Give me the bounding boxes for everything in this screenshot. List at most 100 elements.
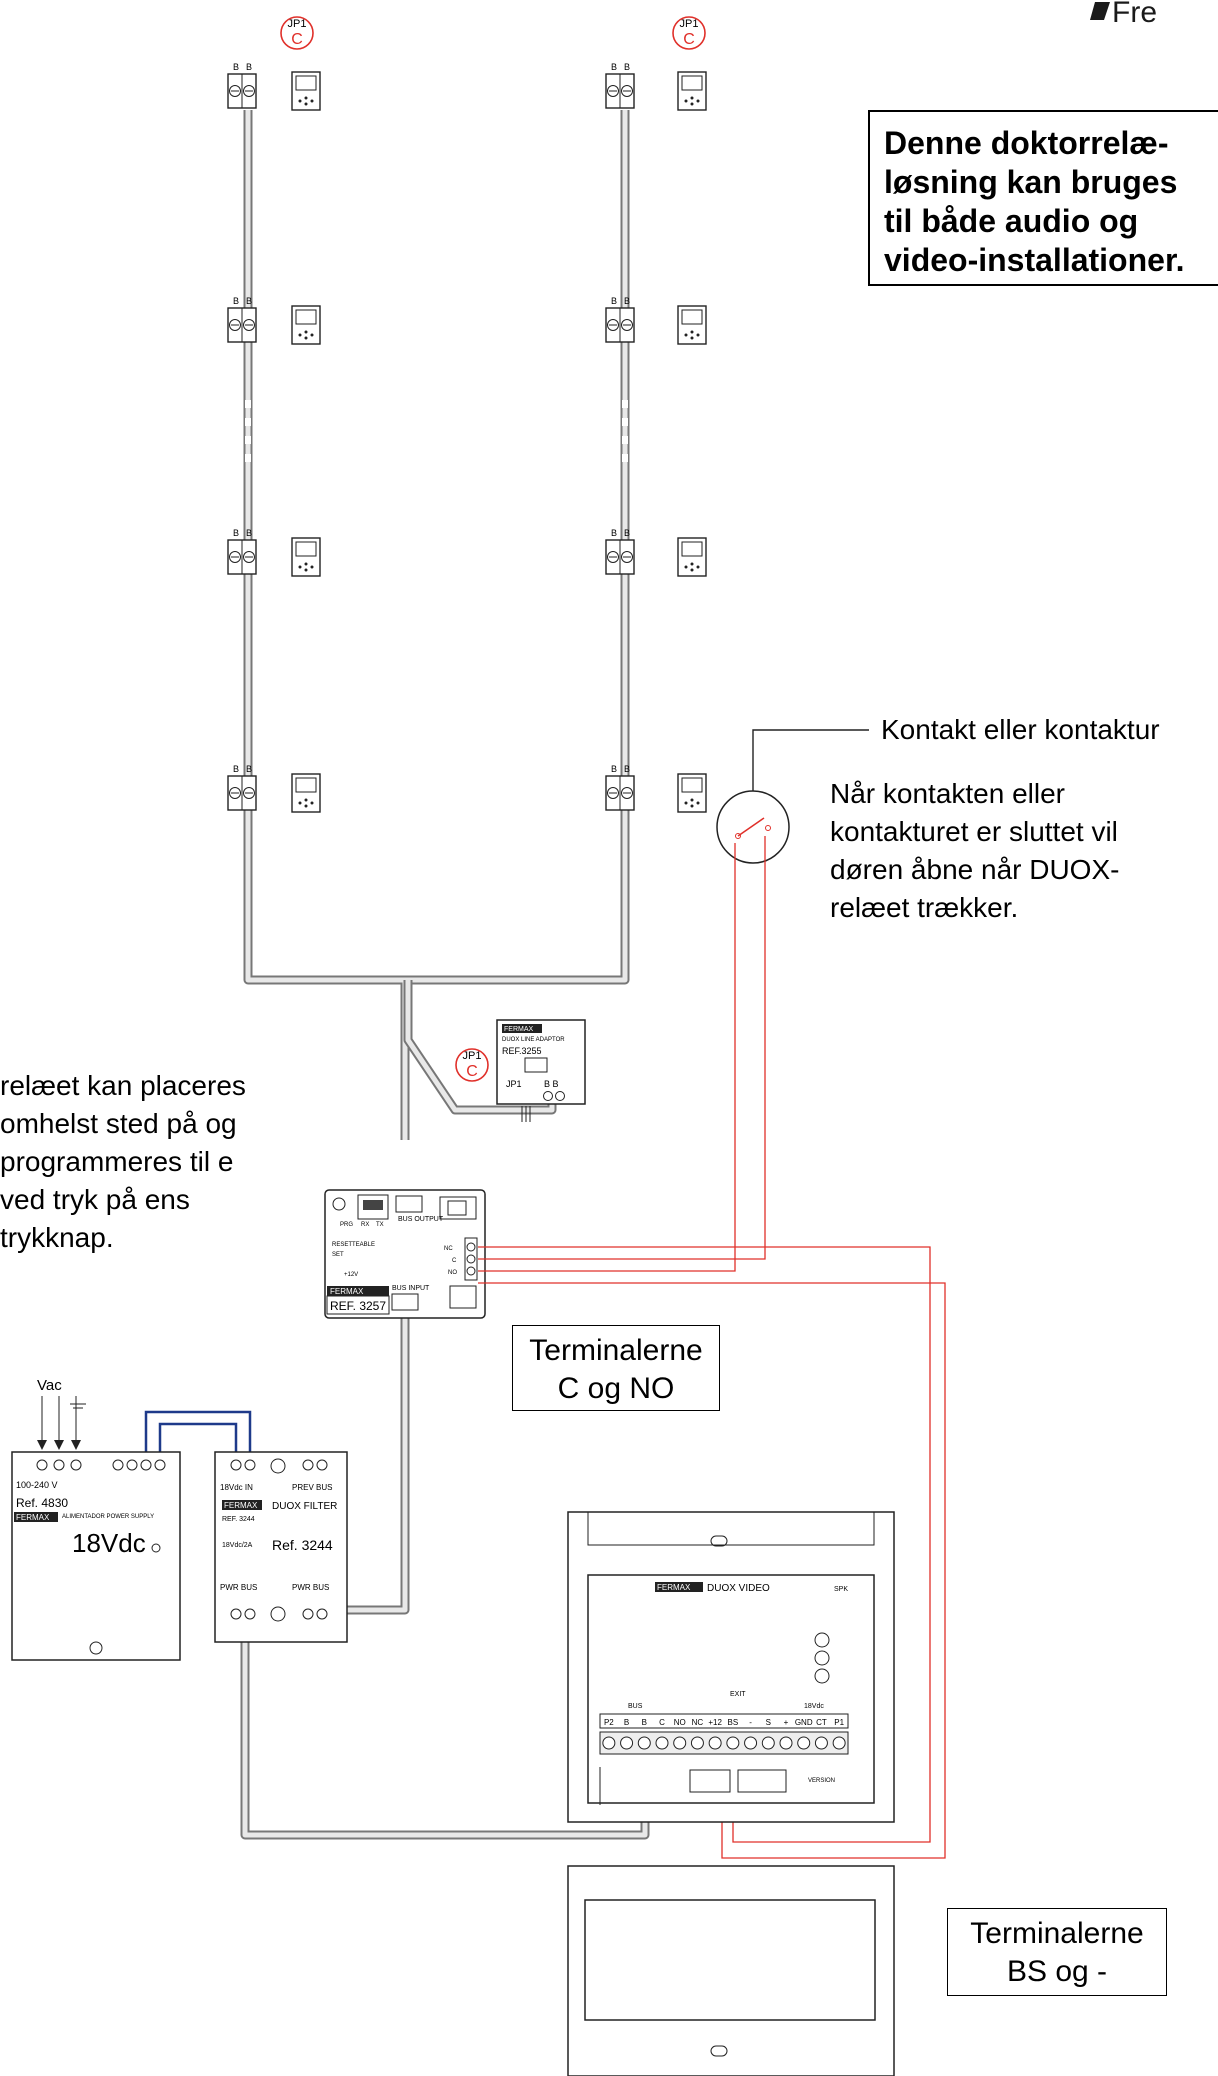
- svg-text:B: B: [624, 764, 630, 774]
- monitor-icon: [291, 71, 321, 111]
- svg-text:JP1: JP1: [506, 1079, 522, 1089]
- svg-text:JP1: JP1: [463, 1050, 482, 1062]
- terminals-bs-line1: Terminalerne: [970, 1917, 1144, 1950]
- panel-terminal-screw: [602, 1736, 616, 1750]
- svg-text:B: B: [246, 62, 252, 72]
- svg-text:C: C: [291, 31, 303, 48]
- svg-text:VERSION: VERSION: [808, 1778, 835, 1784]
- svg-text:FERMAX: FERMAX: [16, 1513, 50, 1522]
- svg-text:B: B: [246, 528, 252, 538]
- svg-text:REF. 3257: REF. 3257: [330, 1299, 386, 1313]
- panel-terminal-label: B: [624, 1718, 629, 1727]
- svg-text:BUS INPUT: BUS INPUT: [392, 1285, 430, 1292]
- jp1-jumper-right: JP1 C: [672, 16, 706, 50]
- duox-relay: PRG RX TX BUS OUTPUT RESETTEABLE SET +12…: [324, 1189, 486, 1319]
- svg-text:B: B: [624, 296, 630, 306]
- panel-terminal-screw: [779, 1736, 793, 1750]
- svg-text:REF. 3244: REF. 3244: [222, 1516, 255, 1523]
- svg-text:JP1: JP1: [288, 18, 307, 30]
- panel-terminal-label: +: [784, 1718, 789, 1727]
- svg-text:BUS: BUS: [628, 1703, 643, 1710]
- panel-terminal-screw: [797, 1736, 811, 1750]
- panel-terminal-label: NO: [674, 1718, 686, 1727]
- svg-text:Vac: Vac: [37, 1377, 62, 1394]
- svg-text:B: B: [624, 62, 630, 72]
- svg-text:B: B: [611, 296, 617, 306]
- monitor-icon: [677, 537, 707, 577]
- svg-text:Fre: Fre: [1112, 0, 1157, 29]
- svg-text:TX: TX: [376, 1222, 384, 1228]
- terminals-c-no-box: Terminalerne C og NO: [512, 1325, 720, 1411]
- relay-placement-note: relæet kan placeres omhelst sted på og p…: [0, 1070, 246, 1253]
- panel-terminal-screw: [761, 1736, 775, 1750]
- line-adaptor: FERMAX DUOX LINE ADAPTOR REF.3255 JP1 B …: [496, 1019, 586, 1122]
- svg-text:B: B: [611, 764, 617, 774]
- door-panel: FERMAX DUOX VIDEO SPK BUS EXIT 18Vdc VER…: [567, 1511, 895, 2076]
- jp1-jumper-left: JP1 C: [280, 16, 314, 50]
- svg-text:FERMAX: FERMAX: [330, 1287, 364, 1296]
- panel-terminal-label: C: [659, 1718, 665, 1727]
- svg-text:18Vdc IN: 18Vdc IN: [220, 1483, 253, 1492]
- panel-terminal-label: GND: [795, 1718, 813, 1727]
- monitor-icon: [291, 305, 321, 345]
- svg-text:PWR BUS: PWR BUS: [292, 1583, 329, 1592]
- brand-logo: Fre: [1090, 0, 1157, 29]
- svg-text:B: B: [233, 62, 239, 72]
- svg-text:RX: RX: [361, 1222, 369, 1228]
- panel-terminal-screw: [673, 1736, 687, 1750]
- panel-terminal-screw: [832, 1736, 846, 1750]
- svg-text:DUOX LINE ADAPTOR: DUOX LINE ADAPTOR: [502, 1037, 565, 1043]
- svg-text:C: C: [452, 1258, 457, 1264]
- panel-terminal-screw: [814, 1736, 828, 1750]
- svg-text:Ref. 3244: Ref. 3244: [272, 1537, 333, 1553]
- svg-text:FERMAX: FERMAX: [504, 1026, 534, 1033]
- panel-terminal-label: +12: [708, 1718, 722, 1727]
- panel-terminal-screw: [744, 1736, 758, 1750]
- svg-text:NO: NO: [448, 1270, 457, 1276]
- terminals-bs-line2: BS og -: [1006, 1955, 1108, 1988]
- svg-text:DUOX FILTER: DUOX FILTER: [272, 1501, 337, 1512]
- audio-video-note: Denne doktorrelæ-løsning kan bruges til …: [868, 110, 1218, 286]
- svg-text:FERMAX: FERMAX: [657, 1583, 691, 1592]
- panel-terminal-label: S: [766, 1718, 771, 1727]
- terminals-c-no-line2: C og NO: [557, 1372, 675, 1405]
- monitor-icon: [677, 773, 707, 813]
- panel-terminal-screw: [690, 1736, 704, 1750]
- svg-text:BUS OUTPUT: BUS OUTPUT: [398, 1216, 444, 1223]
- svg-text:REF.3255: REF.3255: [502, 1046, 542, 1056]
- blue-power-wiring: [144, 1410, 252, 1452]
- panel-terminal-screw: [708, 1736, 722, 1750]
- svg-text:SET: SET: [332, 1252, 344, 1258]
- svg-text:18Vdc: 18Vdc: [72, 1528, 146, 1558]
- svg-text:DUOX VIDEO: DUOX VIDEO: [707, 1583, 770, 1594]
- svg-text:B: B: [246, 296, 252, 306]
- svg-text:PREV BUS: PREV BUS: [292, 1483, 332, 1492]
- svg-text:SPK: SPK: [834, 1586, 848, 1593]
- switch-label: Kontakt eller kontaktur: [881, 714, 1160, 745]
- svg-text:18Vdc: 18Vdc: [804, 1703, 824, 1710]
- monitor-icon: [677, 71, 707, 111]
- svg-text:C: C: [466, 1063, 478, 1080]
- svg-text:B: B: [233, 764, 239, 774]
- panel-terminal-label: B: [642, 1718, 647, 1727]
- terminals-bs-box: Terminalerne BS og -: [947, 1908, 1167, 1996]
- svg-text:FERMAX: FERMAX: [224, 1501, 258, 1510]
- panel-terminal-label: CT: [816, 1718, 827, 1727]
- panel-terminal-screw: [726, 1736, 740, 1750]
- panel-terminal-screw: [655, 1736, 669, 1750]
- switch-description: Når kontakten eller kontakturet er slutt…: [830, 778, 1120, 923]
- svg-text:Ref. 4830: Ref. 4830: [16, 1496, 68, 1510]
- svg-text:PRG: PRG: [340, 1222, 353, 1228]
- svg-text:B B: B B: [544, 1079, 559, 1089]
- panel-terminal-label: NC: [692, 1718, 704, 1727]
- svg-text:EXIT: EXIT: [730, 1691, 746, 1698]
- panel-terminal-label: -: [749, 1718, 752, 1727]
